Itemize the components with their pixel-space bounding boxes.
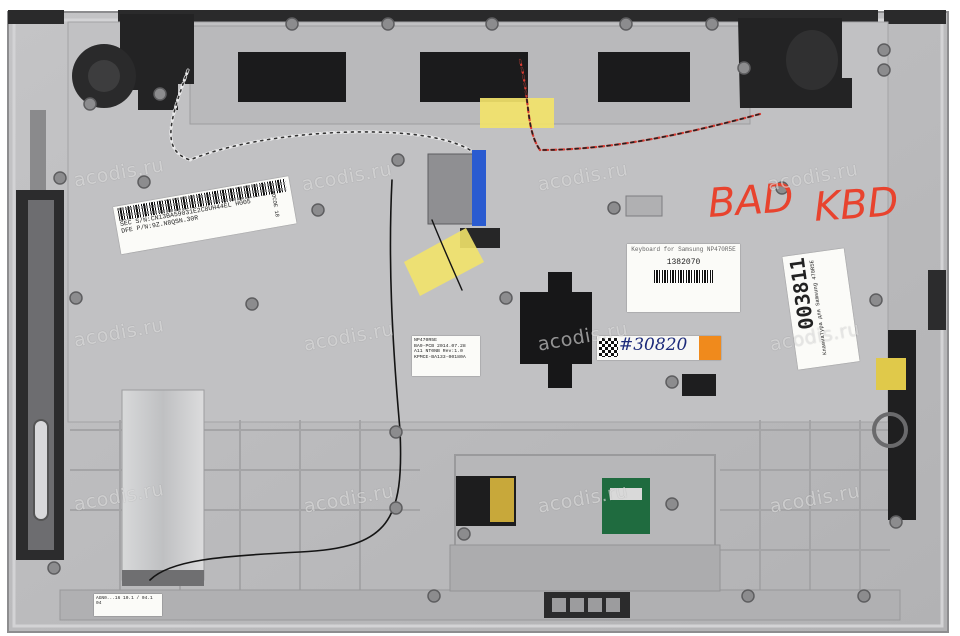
screw-bosses bbox=[47, 17, 903, 603]
flex-ribbon-left bbox=[121, 389, 205, 581]
pcb-label: NP470R5E BA9-PCB 2014.07.28 A11 NT0NB Re… bbox=[412, 336, 480, 376]
foam-cutout-center bbox=[520, 272, 592, 388]
blue-flex bbox=[472, 150, 486, 226]
foam-pad-right bbox=[598, 52, 690, 102]
qr-code-icon bbox=[599, 338, 618, 357]
order-label: #30820 bbox=[597, 336, 721, 360]
orange-tag bbox=[699, 336, 721, 360]
yellow-tape-2 bbox=[404, 228, 484, 296]
stock-barcode bbox=[654, 270, 713, 284]
touchpad-pcb bbox=[602, 478, 650, 534]
bottom-strip bbox=[59, 589, 901, 621]
foam-pad-middle bbox=[420, 52, 528, 102]
foam-pad-left bbox=[238, 52, 346, 102]
stock-label: Keyboard for Samsung NP470R5E 1382070 bbox=[627, 244, 740, 312]
yellow-tape-1 bbox=[480, 98, 554, 128]
top-edge-strip bbox=[118, 10, 878, 22]
hinge-bracket-right bbox=[928, 270, 946, 330]
handwriting-kbd: KBD bbox=[812, 179, 900, 231]
keyboard-connector bbox=[427, 153, 479, 225]
order-number: #30820 bbox=[619, 336, 688, 355]
bottom-label: AGN0...16 10.1 / 04.1 04 bbox=[94, 594, 162, 616]
stock-number: 1382070 bbox=[666, 257, 701, 267]
speaker-left bbox=[120, 14, 194, 110]
stock-label-small: Keyboard for Samsung NP470R5E bbox=[631, 246, 736, 253]
